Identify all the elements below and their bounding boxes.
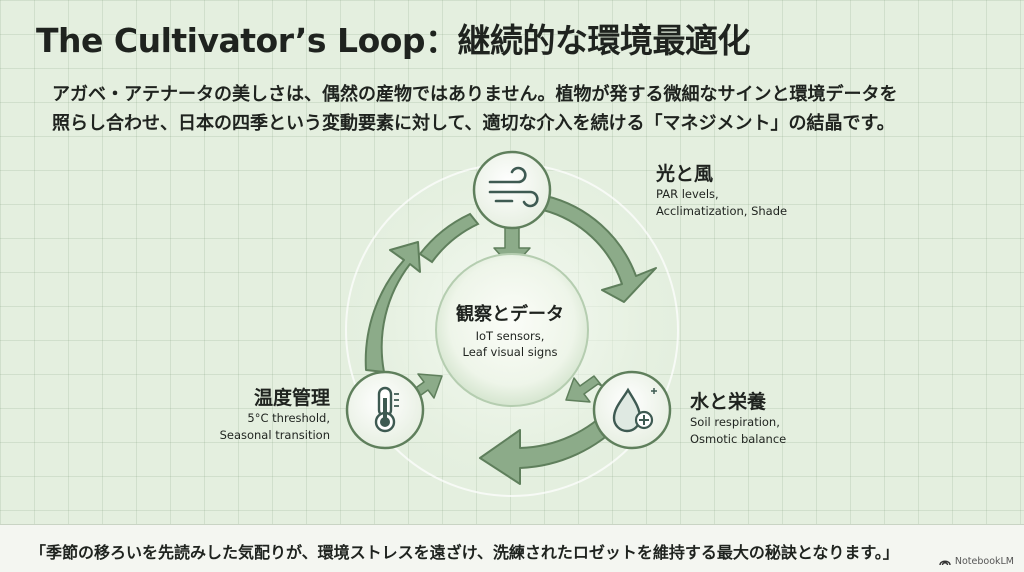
label-heading: 光と風	[656, 163, 714, 185]
label-heading: 温度管理	[253, 387, 330, 409]
label-temperature: 温度管理 5°C threshold, Seasonal transition	[190, 386, 330, 444]
brand-name: NotebookLM	[954, 556, 1014, 567]
cycle-arrow-tail	[418, 212, 480, 264]
thermometer-icon	[374, 386, 399, 433]
label-water-nutrients: 水と栄養 Soil respiration, Osmotic balance	[690, 390, 786, 448]
notebooklm-logo-icon	[939, 560, 951, 566]
label-subtext: Acclimatization, Shade	[656, 204, 788, 218]
node-light-wind	[472, 150, 552, 230]
intro-paragraph: アガベ・アテナータの美しさは、偶然の産物ではありません。植物が発する微細なサイン…	[52, 80, 992, 138]
quote-bar: 「季節の移ろいを先読みした気配りが、環境ストレスを遠ざけ、洗練されたロゼットを維…	[0, 524, 1024, 572]
center-circle	[435, 253, 589, 407]
intro-line: 照らし合わせ、日本の四季という変動要素に対して、適切な介入を続ける「マネジメント…	[52, 113, 895, 134]
label-subtext: PAR levels,	[656, 187, 719, 201]
center-subtext: Leaf visual signs	[462, 345, 558, 359]
center-heading: 観察とデータ	[456, 304, 564, 325]
label-light-wind: 光と風 PAR levels, Acclimatization, Shade	[656, 162, 787, 220]
label-heading: 水と栄養	[690, 391, 767, 413]
cycle-diagram	[334, 142, 690, 498]
node-temperature	[345, 370, 425, 450]
water-drop-plus-icon	[612, 387, 657, 433]
brand-watermark: NotebookLM	[939, 556, 1014, 567]
closing-quote: 「季節の移ろいを先読みした気配りが、環境ストレスを遠ざけ、洗練されたロゼットを維…	[30, 543, 899, 562]
wind-icon	[488, 166, 539, 208]
slide-title: The Cultivator’s Loop：継続的な環境最適化	[36, 21, 751, 60]
inner-arrow-water	[565, 375, 603, 403]
intro-line: アガベ・アテナータの美しさは、偶然の産物ではありません。植物が発する微細なサイン…	[52, 84, 898, 105]
cycle-arrow-water-to-temp	[479, 405, 625, 485]
label-subtext: Soil respiration,	[690, 415, 780, 429]
label-subtext: 5°C threshold,	[247, 411, 330, 425]
label-subtext: Seasonal transition	[219, 428, 330, 442]
node-water-nutrients	[592, 370, 672, 450]
center-label: 観察とデータ IoT sensors, Leaf visual signs	[410, 302, 610, 360]
cycle-arrow-light-to-water	[542, 195, 657, 303]
cycle-arrow-temp-to-light	[364, 241, 421, 373]
center-subtext: IoT sensors,	[475, 329, 545, 343]
label-subtext: Osmotic balance	[690, 432, 787, 446]
